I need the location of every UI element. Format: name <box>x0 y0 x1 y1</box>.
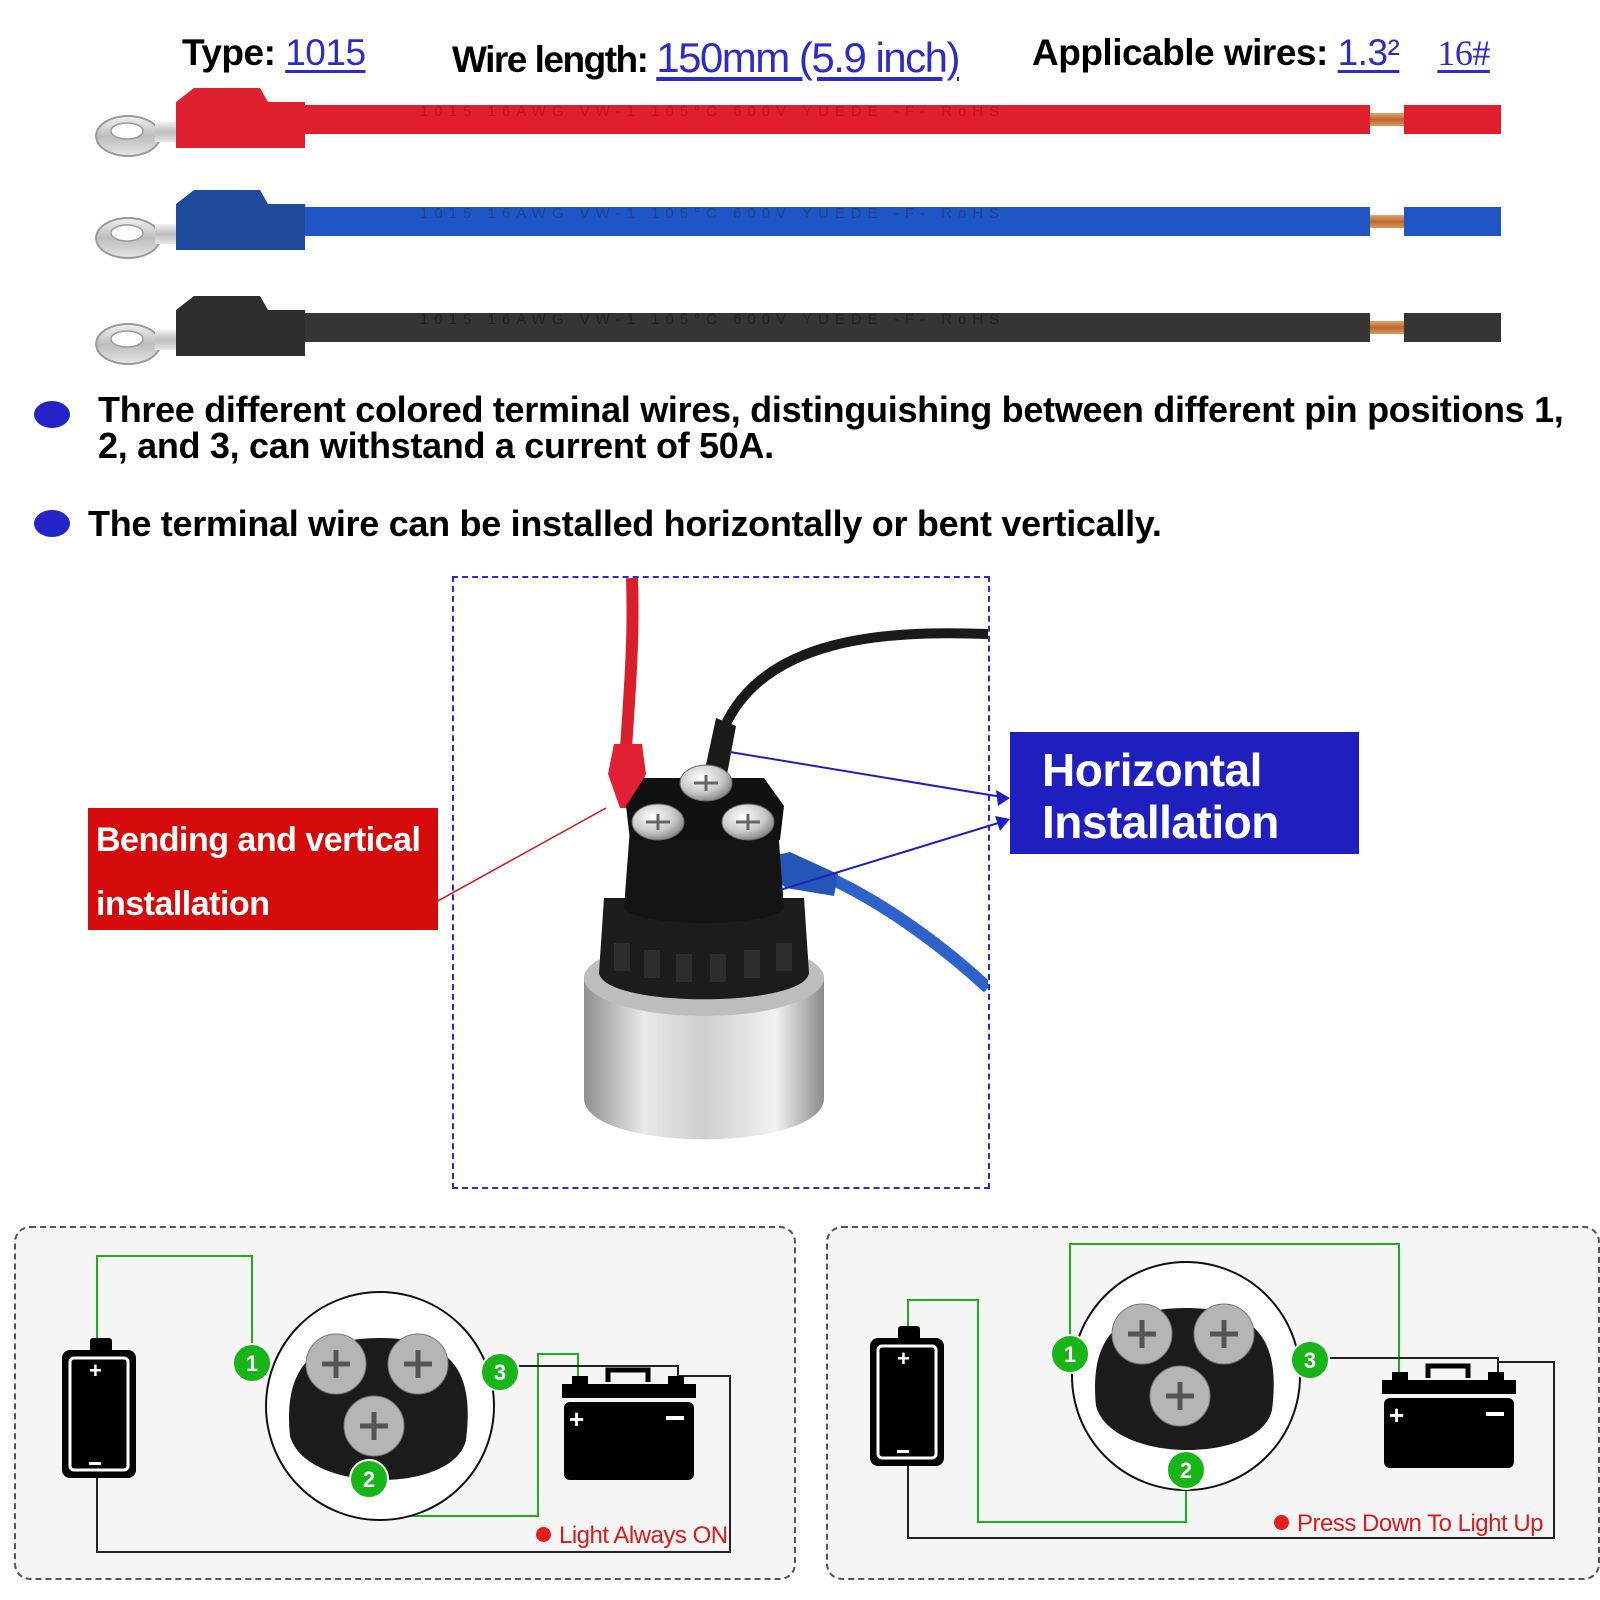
svg-text:+: + <box>89 1358 102 1383</box>
push-button-switch-photo <box>584 578 988 1140</box>
vertical-label-line-2: installation <box>96 885 270 923</box>
vertical-label-line-1: Bending and vertical <box>96 821 421 859</box>
svg-text:+: + <box>897 1346 910 1371</box>
spec-length: Wire length: 150mm (5.9 inch) <box>452 34 961 82</box>
spec-length-value: 150mm (5.9 inch) <box>656 34 960 81</box>
spec-wires-gauge: 16# <box>1437 33 1490 73</box>
blue-wire: 1015 16AWG VW-1 105°C 600V YUEDE -F- RoH… <box>95 190 1501 259</box>
horizontal-label-line-1: Horizontal <box>1042 744 1262 796</box>
svg-text:3: 3 <box>494 1360 506 1385</box>
screw-icon <box>721 803 775 841</box>
terminal-wires: 1015 16AWG VW-1 105°C 600V YUEDE -F- RoH… <box>95 88 1501 365</box>
spec-length-label: Wire length: <box>452 39 649 80</box>
switch-terminal-icon <box>1071 1261 1301 1491</box>
spec-type-label: Type: <box>182 32 276 73</box>
spec-type: Type: 1015 <box>182 32 366 74</box>
bullet-dot-icon <box>34 510 70 537</box>
spec-wires-value: 1.3² <box>1337 32 1400 73</box>
svg-text:2: 2 <box>1180 1458 1192 1483</box>
red-wire: 1015 16AWG VW-1 105°C 600V YUEDE -F- RoH… <box>95 88 1501 157</box>
circuit-caption-1: Light Always ON <box>536 1522 728 1550</box>
battery-cell-icon: + <box>870 1326 944 1466</box>
horizontal-label-line-2: Installation <box>1042 796 1279 848</box>
switch-terminal-icon <box>265 1291 495 1521</box>
spec-type-value: 1015 <box>285 32 366 73</box>
svg-text:2: 2 <box>363 1467 375 1492</box>
pin-1-badge: 1 <box>232 1343 272 1383</box>
red-insulation <box>305 105 1370 134</box>
black-insulation <box>305 313 1370 342</box>
wiring-diagram-1: + 1 2 3 + <box>62 1255 731 1553</box>
horizontal-installation-label: Horizontal Installation <box>1010 732 1359 854</box>
blue-insulation <box>305 207 1370 236</box>
car-battery-icon: + <box>562 1367 696 1480</box>
blue-wire-print: 1015 16AWG VW-1 105°C 600V YUEDE -F- RoH… <box>420 205 1005 222</box>
screw-icon <box>679 764 733 802</box>
svg-text:1: 1 <box>246 1351 258 1376</box>
installation-photo-frame <box>452 576 990 1189</box>
black-sleeve <box>176 296 305 356</box>
spec-wires: Applicable wires: 1.3² 16# <box>1032 32 1490 74</box>
pin-1-badge: 1 <box>1050 1334 1090 1374</box>
black-wire: 1015 16AWG VW-1 105°C 600V YUEDE -F- RoH… <box>95 296 1501 365</box>
red-dot-icon <box>1274 1515 1289 1530</box>
pin-2-badge: 2 <box>349 1459 389 1499</box>
pin-3-badge: 3 <box>1290 1340 1330 1380</box>
wiring-diagram-2: + 1 2 3 + <box>870 1243 1555 1539</box>
car-battery-icon: + <box>1382 1363 1516 1468</box>
bullet-text-2: The terminal wire can be installed horiz… <box>88 503 1162 544</box>
blue-sleeve <box>176 190 305 250</box>
bullet-text-1: Three different colored terminal wires, … <box>98 389 1564 466</box>
pin-3-badge: 3 <box>480 1352 520 1392</box>
red-dot-icon <box>536 1527 551 1542</box>
screw-icon <box>631 803 685 841</box>
circuit-caption-2-text: Press Down To Light Up <box>1297 1510 1544 1537</box>
ring-terminal-icon <box>95 115 185 157</box>
red-sleeve <box>176 88 305 148</box>
circuit-caption-1-text: Light Always ON <box>559 1522 728 1549</box>
vertical-installation-label: Bending and vertical installation <box>88 808 438 930</box>
circuit-caption-2: Press Down To Light Up <box>1274 1510 1544 1538</box>
spec-wires-label: Applicable wires: <box>1032 32 1328 73</box>
svg-text:1: 1 <box>1064 1342 1076 1367</box>
battery-cell-icon: + <box>62 1338 136 1478</box>
svg-text:3: 3 <box>1304 1348 1316 1373</box>
black-wire-print: 1015 16AWG VW-1 105°C 600V YUEDE -F- RoH… <box>420 311 1005 328</box>
svg-text:+: + <box>569 1404 584 1434</box>
callout-lines <box>435 751 1010 903</box>
bullet-dot-icon <box>34 401 70 428</box>
red-wire-print: 1015 16AWG VW-1 105°C 600V YUEDE -F- RoH… <box>420 103 1005 120</box>
pin-2-badge: 2 <box>1166 1450 1206 1490</box>
svg-text:+: + <box>1389 1400 1404 1430</box>
